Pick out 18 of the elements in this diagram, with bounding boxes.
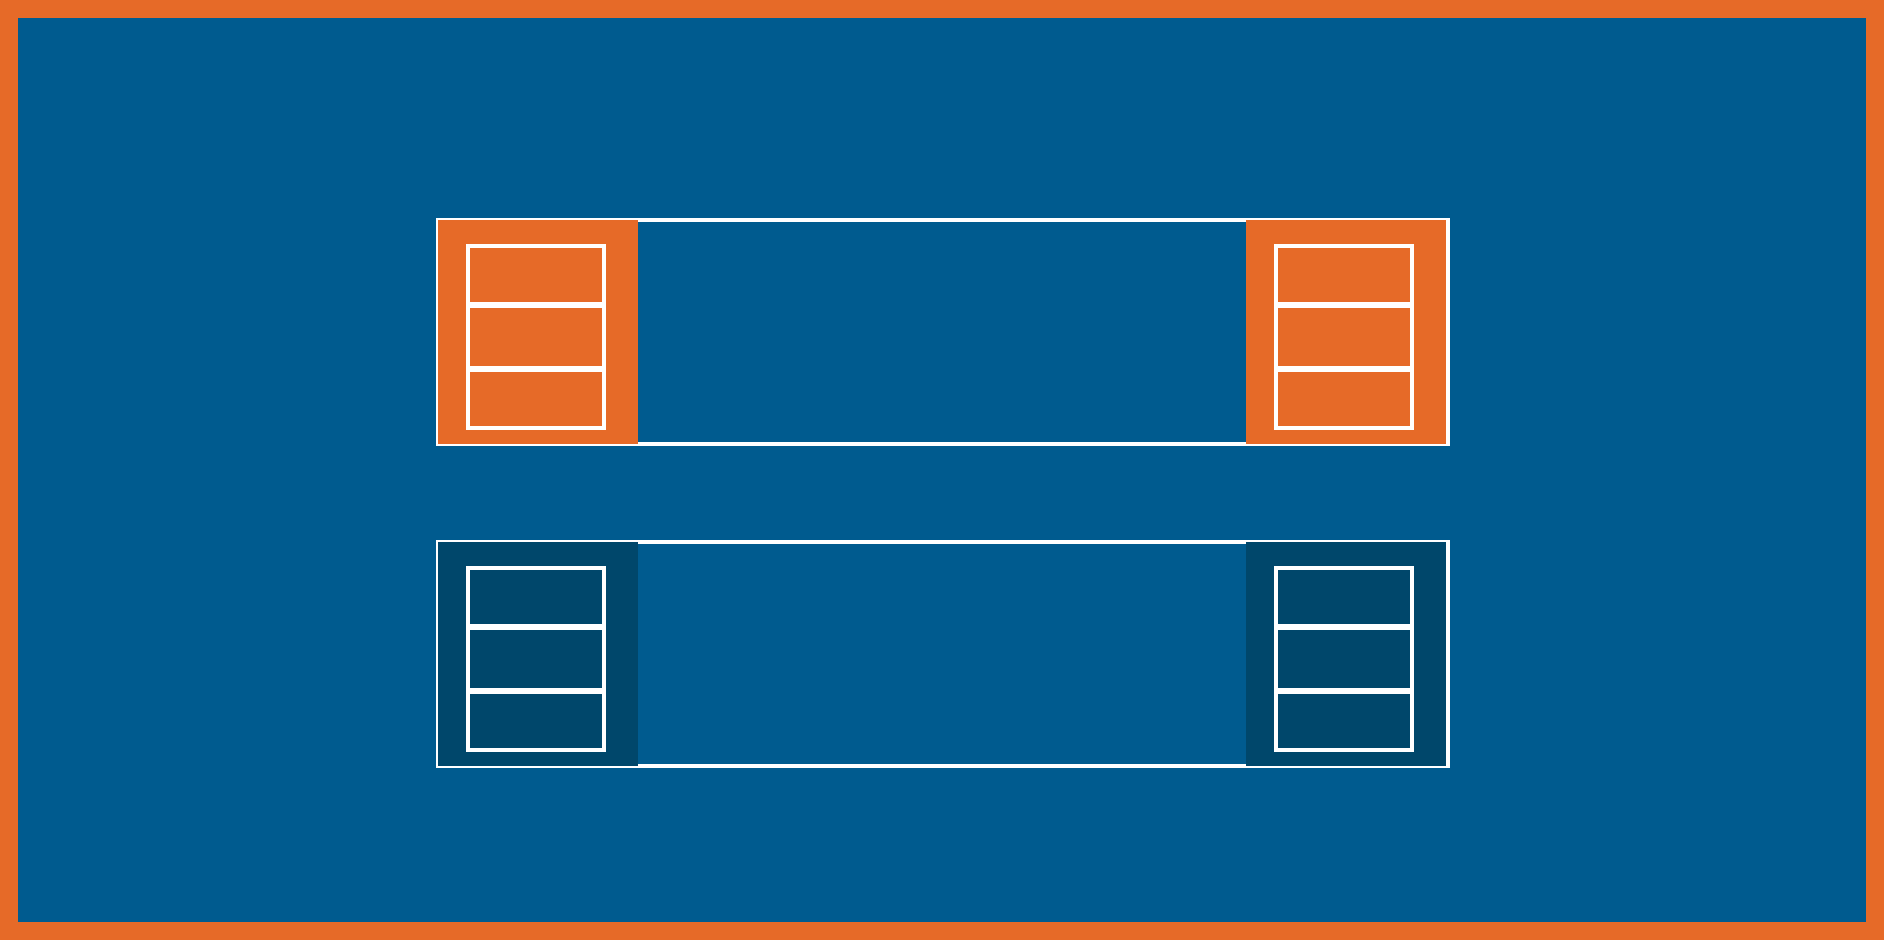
slot-box [1274, 626, 1414, 692]
end-block [438, 220, 638, 444]
slot-box [466, 368, 606, 430]
slot-box [1274, 244, 1414, 306]
slot-box [466, 244, 606, 306]
end-block [438, 542, 638, 766]
slot-box [466, 626, 606, 692]
end-block [1246, 542, 1446, 766]
slot-box [1274, 690, 1414, 752]
slot-box [466, 690, 606, 752]
slot-box [466, 566, 606, 628]
bar-outline [436, 218, 1450, 446]
slot-box [1274, 368, 1414, 430]
slot-box [466, 304, 606, 370]
end-block [1246, 220, 1446, 444]
slot-box [1274, 566, 1414, 628]
slot-box [1274, 304, 1414, 370]
bar-outline [436, 540, 1450, 768]
